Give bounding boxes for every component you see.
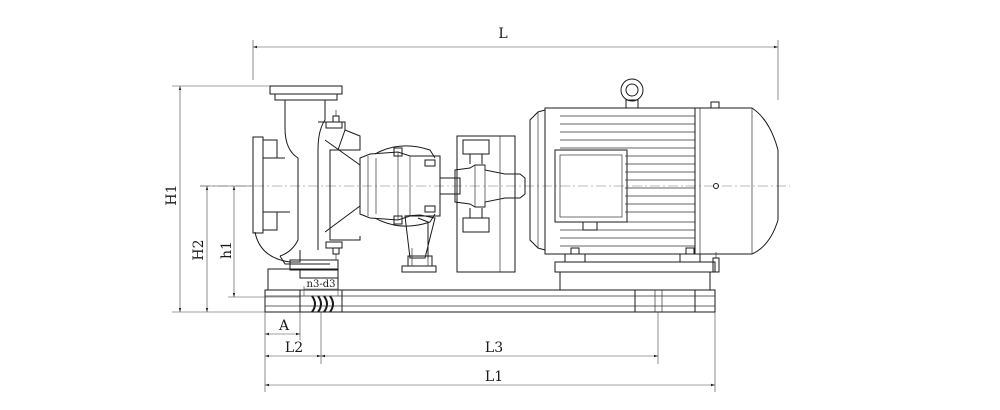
dim-label-h1: h1 bbox=[219, 241, 235, 259]
dim-H1: H1 bbox=[164, 85, 270, 313]
dim-label-L: L bbox=[498, 26, 507, 42]
dim-L3: L3 bbox=[321, 312, 659, 364]
pump-casing bbox=[252, 85, 343, 279]
bearing-bracket bbox=[318, 110, 441, 273]
dim-label-A: A bbox=[278, 318, 290, 334]
dim-label-L1: L1 bbox=[485, 369, 503, 385]
dim-n3-d3: n3-d3 bbox=[303, 279, 339, 296]
lifting-eye-icon bbox=[620, 78, 644, 109]
dim-label-H2: H2 bbox=[191, 239, 207, 260]
dim-label-L2: L2 bbox=[285, 340, 303, 356]
dim-L2: L2 bbox=[265, 312, 322, 364]
dim-A: A bbox=[264, 312, 301, 392]
dim-H2: H2 bbox=[191, 185, 253, 312]
shaft-and-coupling bbox=[439, 135, 526, 273]
dim-label-L3: L3 bbox=[485, 340, 503, 356]
dim-L: L bbox=[252, 26, 779, 100]
dim-label-n3-d3: n3-d3 bbox=[307, 279, 336, 290]
dim-label-H1: H1 bbox=[164, 184, 180, 205]
dim-h1: h1 bbox=[219, 186, 300, 298]
dim-L1: L1 bbox=[265, 312, 716, 392]
electric-motor bbox=[529, 78, 779, 263]
